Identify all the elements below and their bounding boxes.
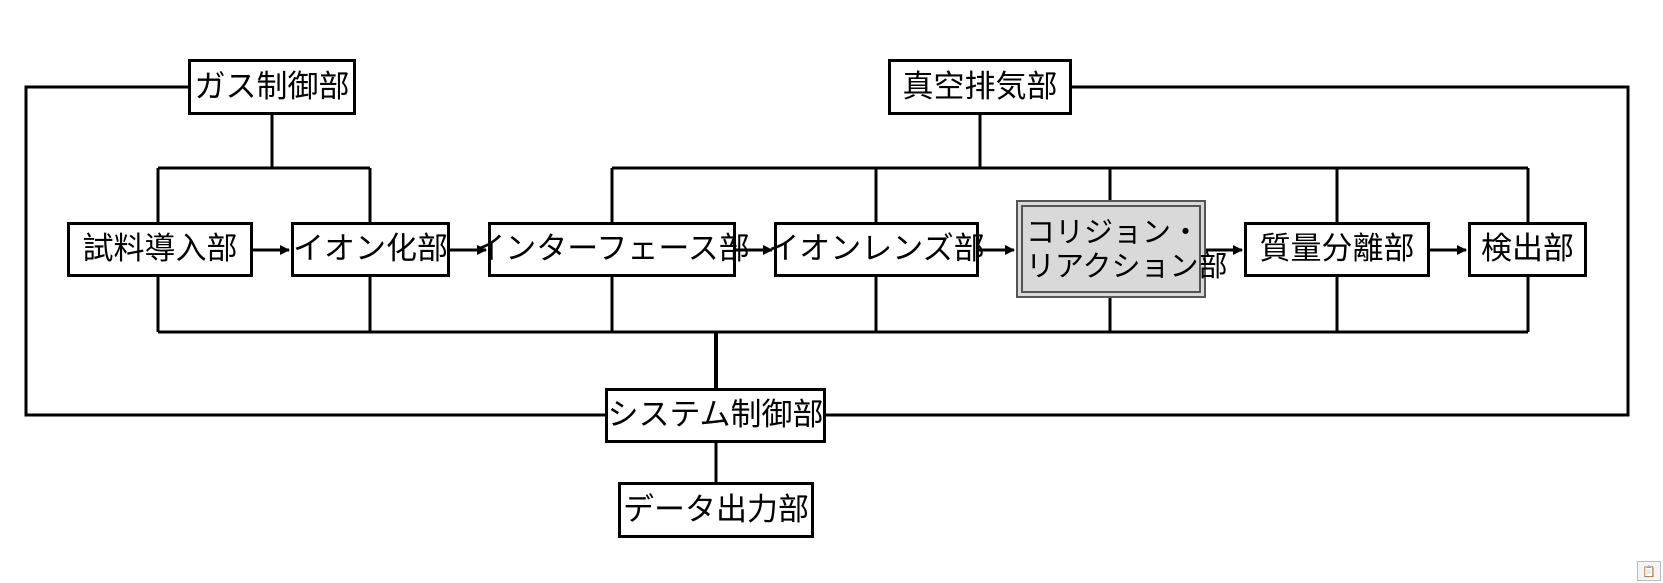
- ion-lens-box[interactable]: イオンレンズ部: [768, 222, 985, 277]
- collision-reaction-box[interactable]: コリジョン・ リアクション部: [1016, 200, 1228, 298]
- ionization-box[interactable]: イオン化部: [291, 222, 450, 277]
- vacuum-exhaust-box[interactable]: 真空排気部: [888, 59, 1072, 115]
- gas-to-system-wire: [24, 85, 605, 417]
- data-output-box[interactable]: データ出力部: [618, 482, 814, 538]
- detector-box[interactable]: 検出部: [1468, 222, 1587, 277]
- collision-label-line2: リアクション部: [1026, 249, 1228, 283]
- interface-box[interactable]: インターフェース部: [474, 222, 750, 277]
- vacuum-to-system-wire: [826, 85, 1630, 417]
- sample-intro-box[interactable]: 試料導入部: [67, 222, 253, 277]
- collision-label-line1: コリジョン・: [1026, 214, 1201, 249]
- mass-separation-box[interactable]: 質量分離部: [1244, 222, 1430, 277]
- clipboard-icon[interactable]: 📋: [1637, 561, 1661, 581]
- gas-control-box[interactable]: ガス制御部: [188, 59, 356, 115]
- system-control-box[interactable]: システム制御部: [605, 388, 826, 443]
